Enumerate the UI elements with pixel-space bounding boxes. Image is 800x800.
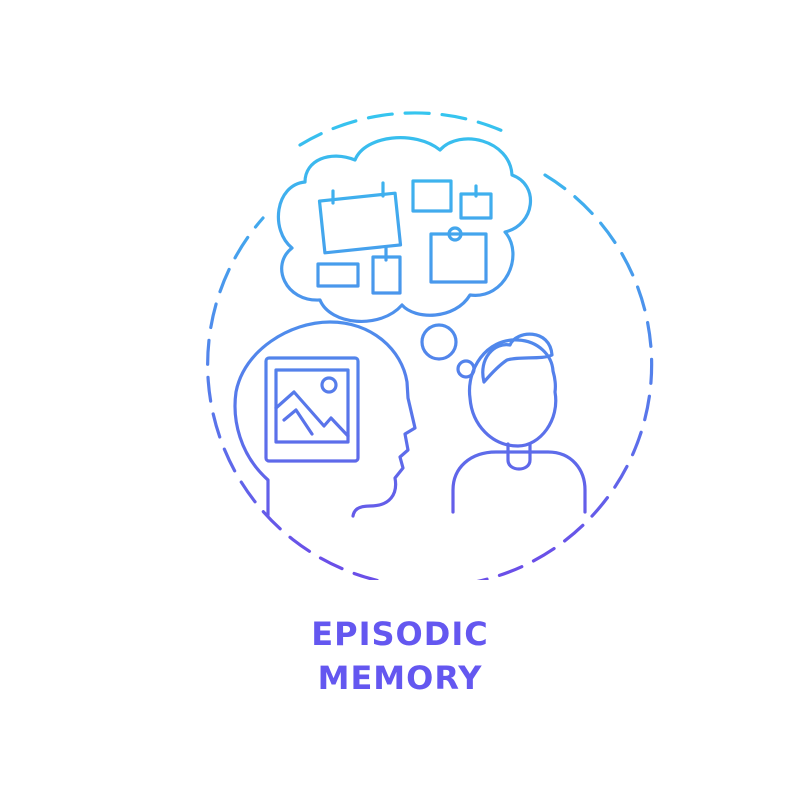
sticky-notes-icon [316, 179, 493, 295]
episodic-memory-icon [206, 111, 654, 580]
caption-title: EPISODIC MEMORY [0, 612, 800, 700]
thought-bubble-large [420, 323, 458, 361]
caption-line-2: MEMORY [317, 659, 483, 697]
head-profile-icon [233, 320, 417, 518]
photo-icon [264, 356, 360, 463]
dashed-circle [206, 173, 654, 580]
dashed-circle-top [298, 111, 507, 147]
caption-line-1: EPISODIC [311, 615, 489, 653]
person-icon [451, 332, 587, 514]
thought-cloud-icon [276, 136, 533, 324]
